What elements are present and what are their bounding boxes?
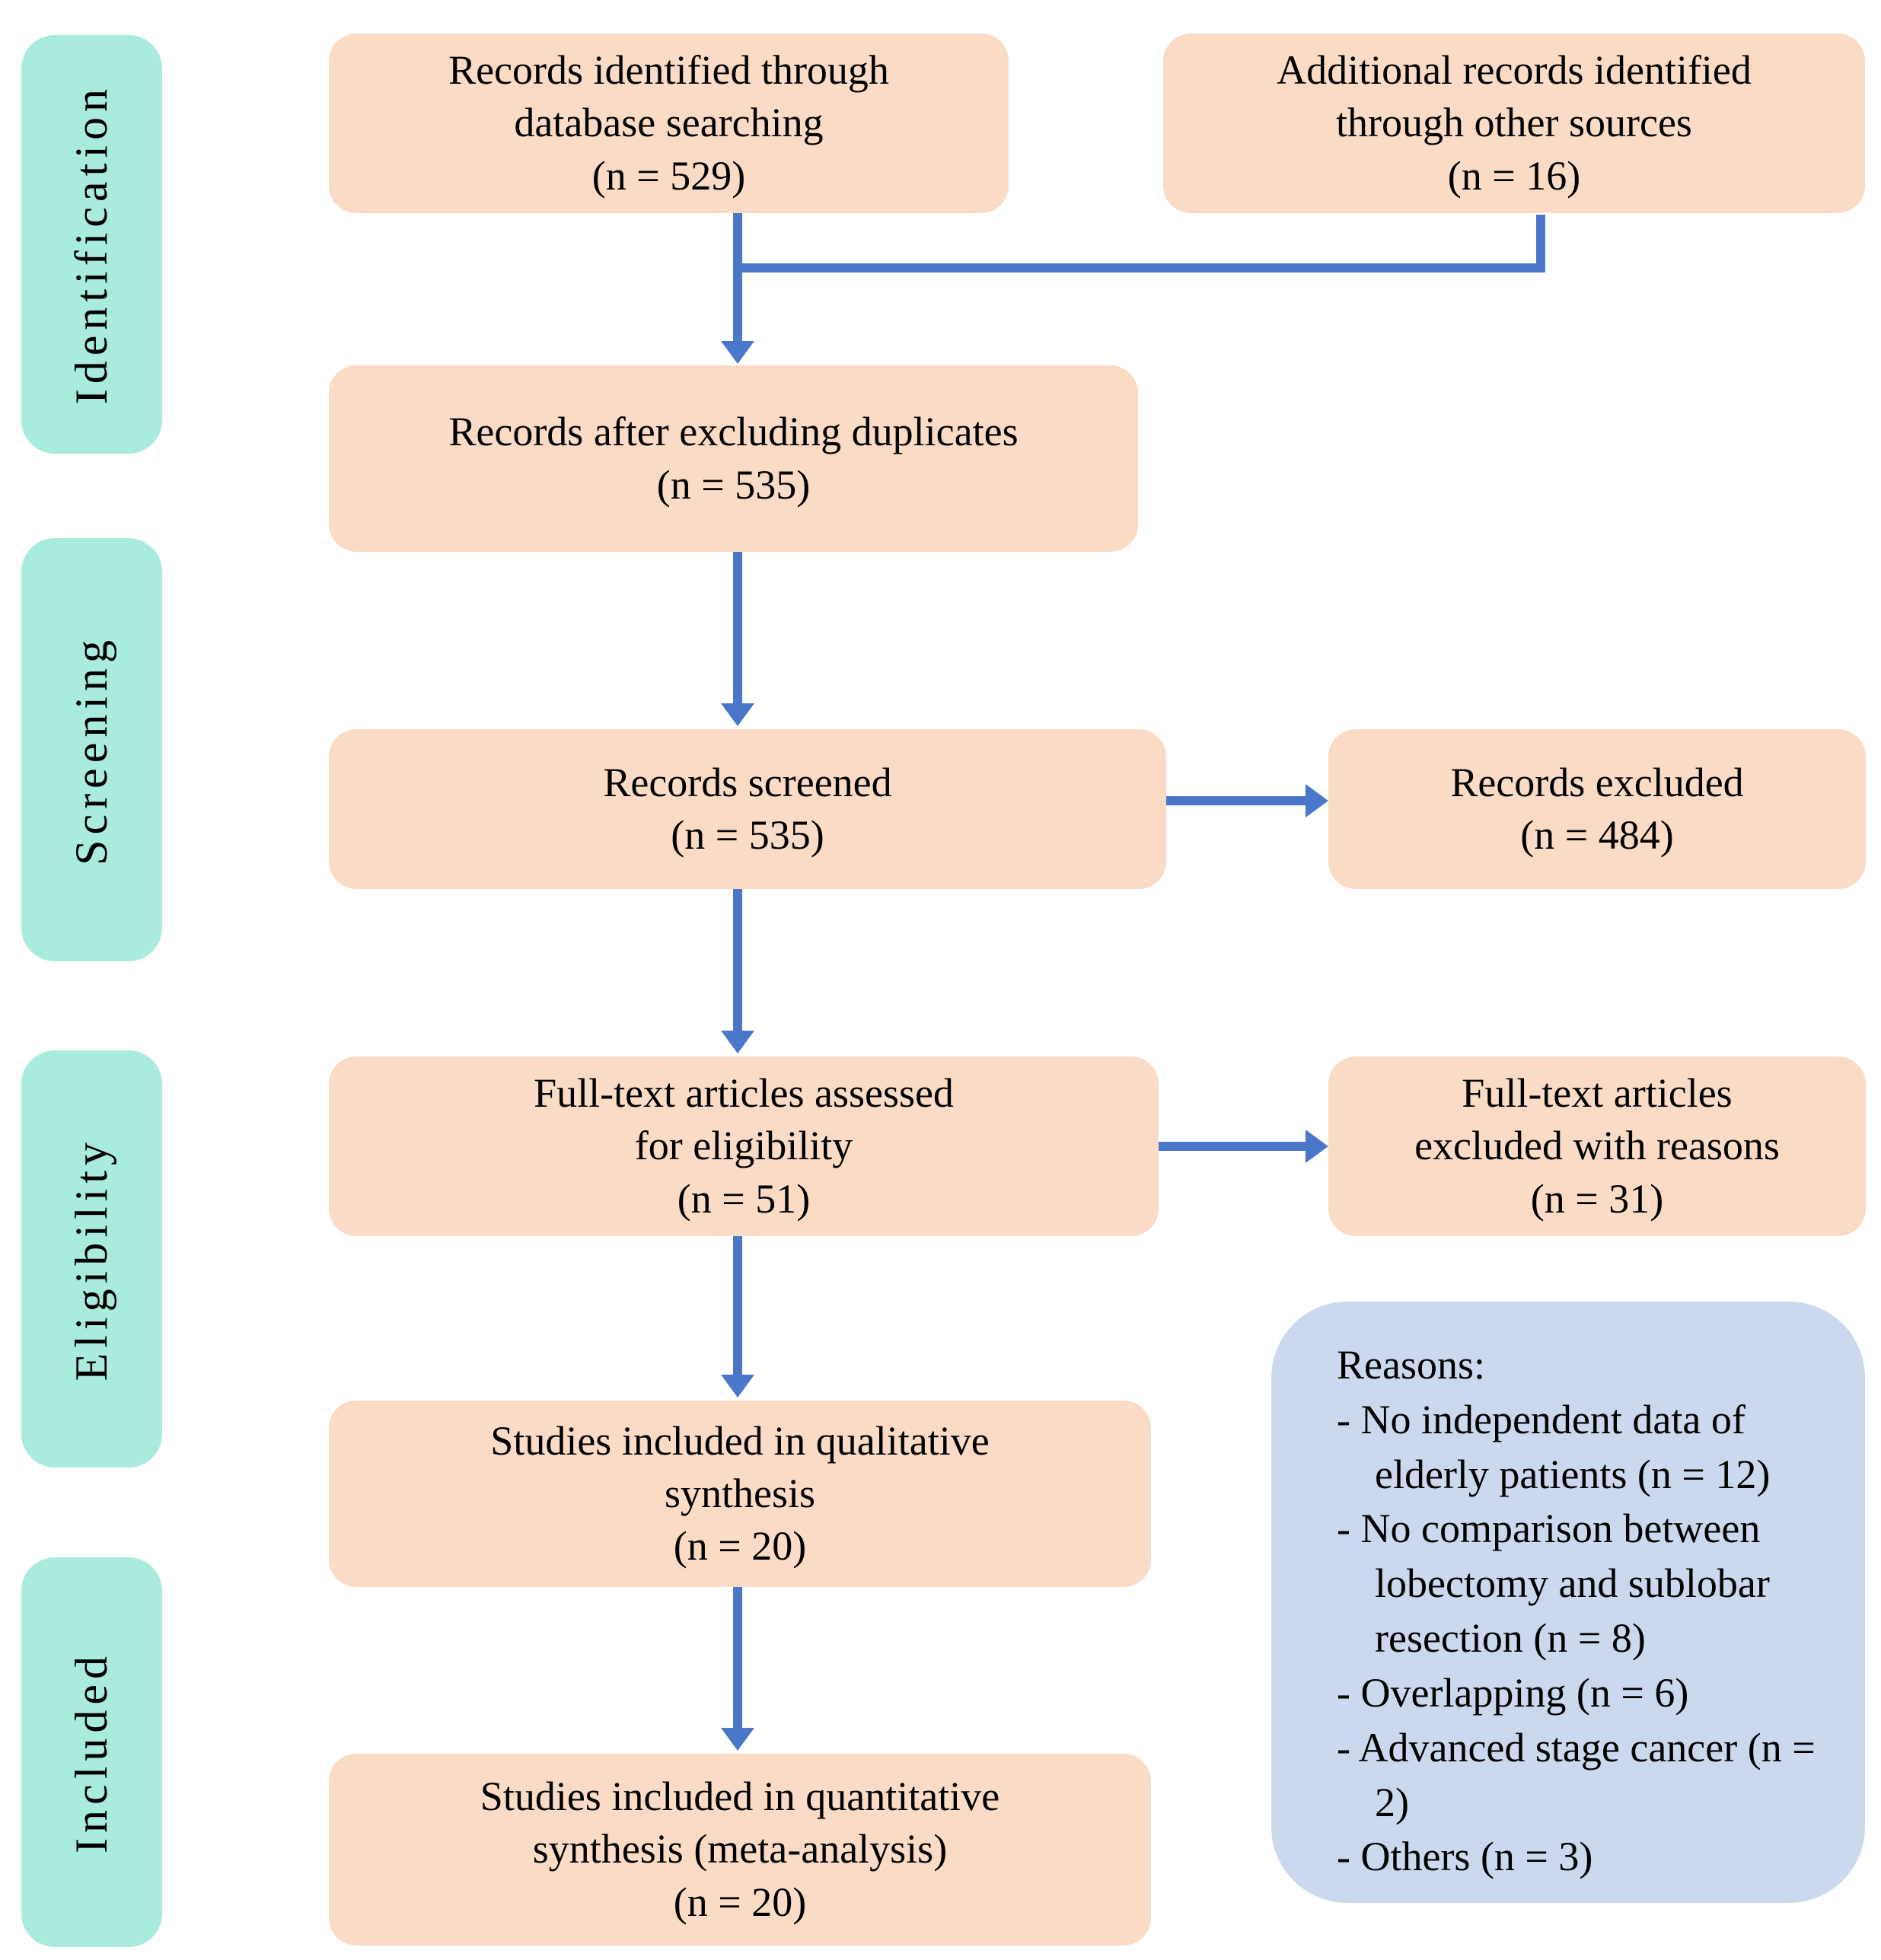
stage-identification: Identification	[21, 35, 162, 454]
box-quantitative-synthesis: Studies included in quantitative synthes…	[329, 1754, 1151, 1946]
box-records-excluded: Records excluded (n = 484)	[1328, 729, 1866, 889]
box-after-duplicates-label: Records after excluding duplicates (n = …	[448, 409, 1019, 508]
box-records-screened-label: Records screened (n = 535)	[603, 759, 892, 858]
box-qualitative-synthesis-label: Studies included in qualitative synthesi…	[490, 1417, 990, 1570]
arrow-duplicates-to-screened	[733, 552, 742, 703]
merge-junction-line	[733, 263, 1545, 272]
reason-item-overlapping: - Overlapping (n = 6)	[1337, 1669, 1689, 1716]
arrow-screened-to-excluded	[1166, 796, 1306, 805]
stage-screening: Screening	[21, 538, 162, 961]
reason-item-no-independent-data: - No independent data of elderly patient…	[1337, 1396, 1771, 1497]
box-additional-records-label: Additional records identified through ot…	[1277, 47, 1752, 199]
stage-included-label: Included	[66, 1651, 116, 1853]
arrow-screened-to-fulltext	[733, 889, 742, 1031]
arrow-qualitative-to-quantitative	[733, 1587, 742, 1728]
reason-item-others: - Others (n = 3)	[1337, 1834, 1593, 1880]
stage-eligibility: Eligibility	[21, 1050, 162, 1468]
stage-eligibility-label: Eligibility	[66, 1136, 116, 1382]
additional-records-stub-line	[1536, 215, 1545, 272]
box-records-excluded-label: Records excluded (n = 484)	[1450, 759, 1744, 858]
box-fulltext-excluded: Full-text articles excluded with reasons…	[1328, 1056, 1866, 1236]
box-after-duplicates: Records after excluding duplicates (n = …	[329, 365, 1138, 552]
stage-included: Included	[21, 1557, 162, 1947]
box-fulltext-assessed-label: Full-text articles assessed for eligibil…	[534, 1070, 954, 1222]
reasons-panel: Reasons: - No independent data of elderl…	[1271, 1302, 1865, 1903]
box-additional-records: Additional records identified through ot…	[1163, 33, 1865, 213]
box-qualitative-synthesis: Studies included in qualitative synthesi…	[329, 1401, 1151, 1587]
box-fulltext-excluded-label: Full-text articles excluded with reasons…	[1414, 1070, 1780, 1222]
reason-item-no-comparison: - No comparison between lobectomy and su…	[1337, 1506, 1770, 1662]
box-records-screened: Records screened (n = 535)	[329, 729, 1166, 889]
arrow-fulltext-to-excluded	[1159, 1142, 1306, 1151]
box-fulltext-assessed: Full-text articles assessed for eligibil…	[329, 1056, 1159, 1236]
reason-item-advanced-stage: - Advanced stage cancer (n = 2)	[1337, 1724, 1816, 1825]
box-records-identified: Records identified through database sear…	[329, 33, 1009, 213]
arrow-identified-to-duplicates	[733, 213, 742, 341]
box-records-identified-label: Records identified through database sear…	[448, 47, 889, 199]
stage-identification-label: Identification	[66, 84, 116, 405]
arrow-fulltext-to-qualitative	[733, 1236, 742, 1375]
reasons-heading: Reasons:	[1337, 1342, 1485, 1388]
stage-screening-label: Screening	[66, 634, 116, 865]
box-quantitative-synthesis-label: Studies included in quantitative synthes…	[480, 1774, 1000, 1925]
